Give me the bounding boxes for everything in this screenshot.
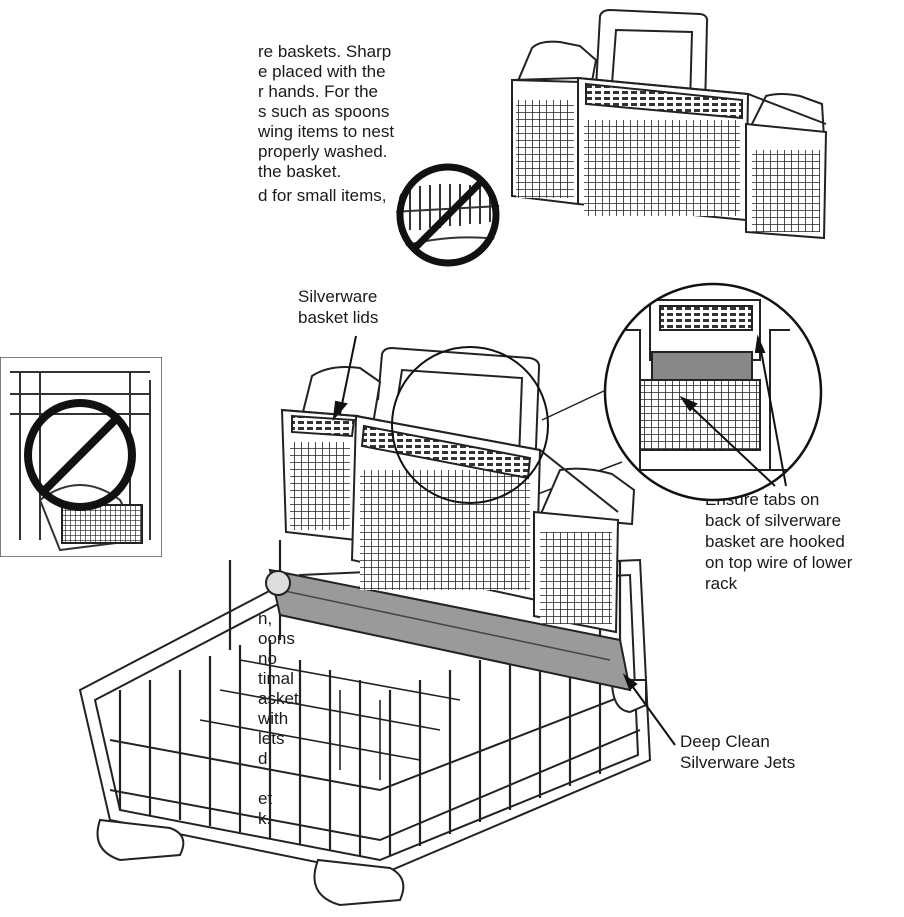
text-line: d for small items,	[258, 186, 387, 205]
silverware-basket-in-rack	[280, 346, 636, 634]
lower-rack	[78, 540, 652, 907]
text-line: timal	[258, 669, 294, 688]
text-line: wing items to nest	[258, 122, 395, 141]
label-silverware-basket-lids: Silverware basket lids	[298, 287, 379, 327]
text-line: s such as spoons	[258, 102, 390, 121]
text-line: e placed with the	[258, 62, 386, 81]
incorrect-placement-inset	[0, 357, 162, 557]
text-line: et	[258, 789, 273, 808]
magnifier-circle	[391, 346, 549, 504]
text-line: the basket.	[258, 162, 342, 181]
text-line: oons	[258, 629, 295, 648]
text-line: with	[258, 709, 289, 728]
text-line: r hands. For the	[258, 82, 379, 101]
text-line: d	[258, 749, 268, 768]
tabs-detail-inset	[603, 282, 823, 502]
text-line: re baskets. Sharp	[258, 42, 392, 61]
label-deep-clean-jets: Deep Clean Silverware Jets	[680, 732, 796, 772]
text-line: no	[258, 649, 277, 668]
silverware-basket-top	[511, 8, 828, 240]
instructions-text-small-items: d for small items,	[258, 186, 386, 206]
text-line: properly washed.	[258, 142, 388, 161]
no-symbol-icon	[396, 163, 500, 267]
callout-arrows	[332, 334, 787, 746]
